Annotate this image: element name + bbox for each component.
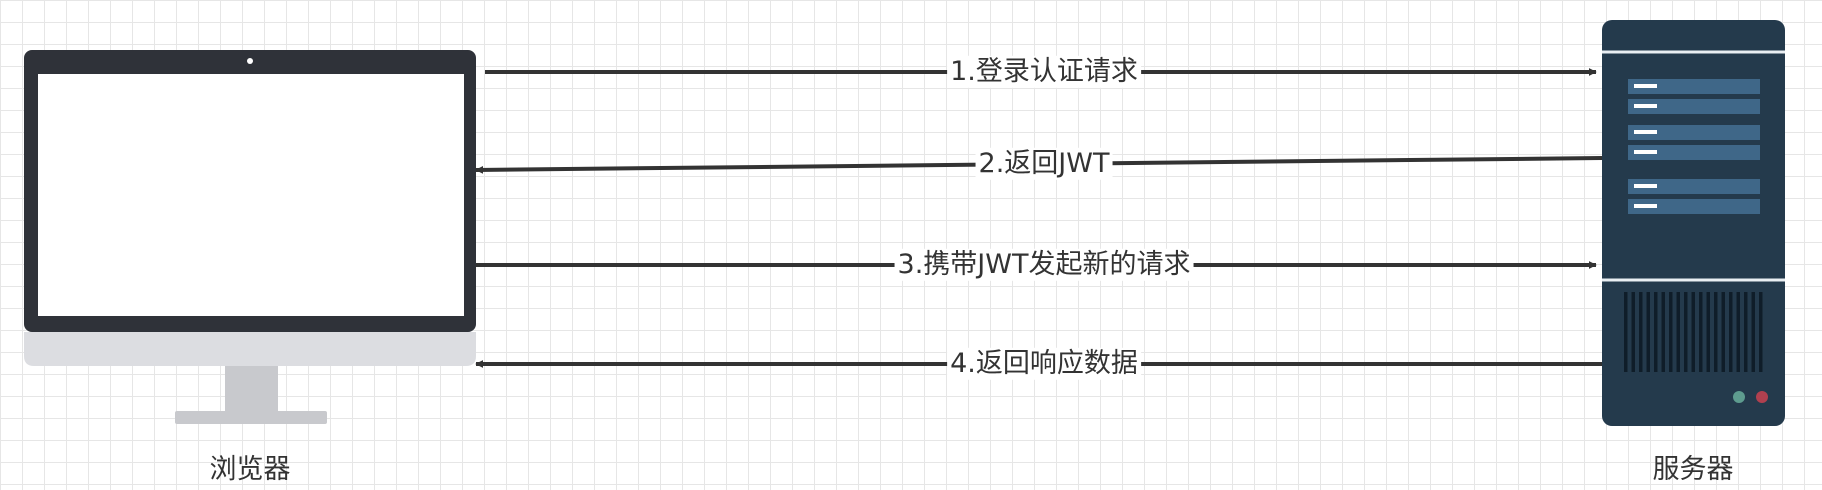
message-label-2: 2.返回JWT	[975, 147, 1113, 181]
message-label-3: 3.携带JWT发起新的请求	[894, 248, 1194, 282]
message-label-1: 1.登录认证请求	[947, 55, 1141, 89]
server-label: 服务器	[1652, 454, 1734, 485]
server-vent-grille	[1624, 292, 1763, 372]
server-drive-bays	[1628, 79, 1760, 214]
browser-monitor-icon	[24, 50, 476, 424]
browser-label: 浏览器	[209, 454, 291, 485]
server-led-green	[1733, 391, 1745, 403]
server-led-red	[1756, 391, 1768, 403]
message-label-4: 4.返回响应数据	[947, 347, 1141, 381]
server-icon	[1602, 20, 1785, 426]
